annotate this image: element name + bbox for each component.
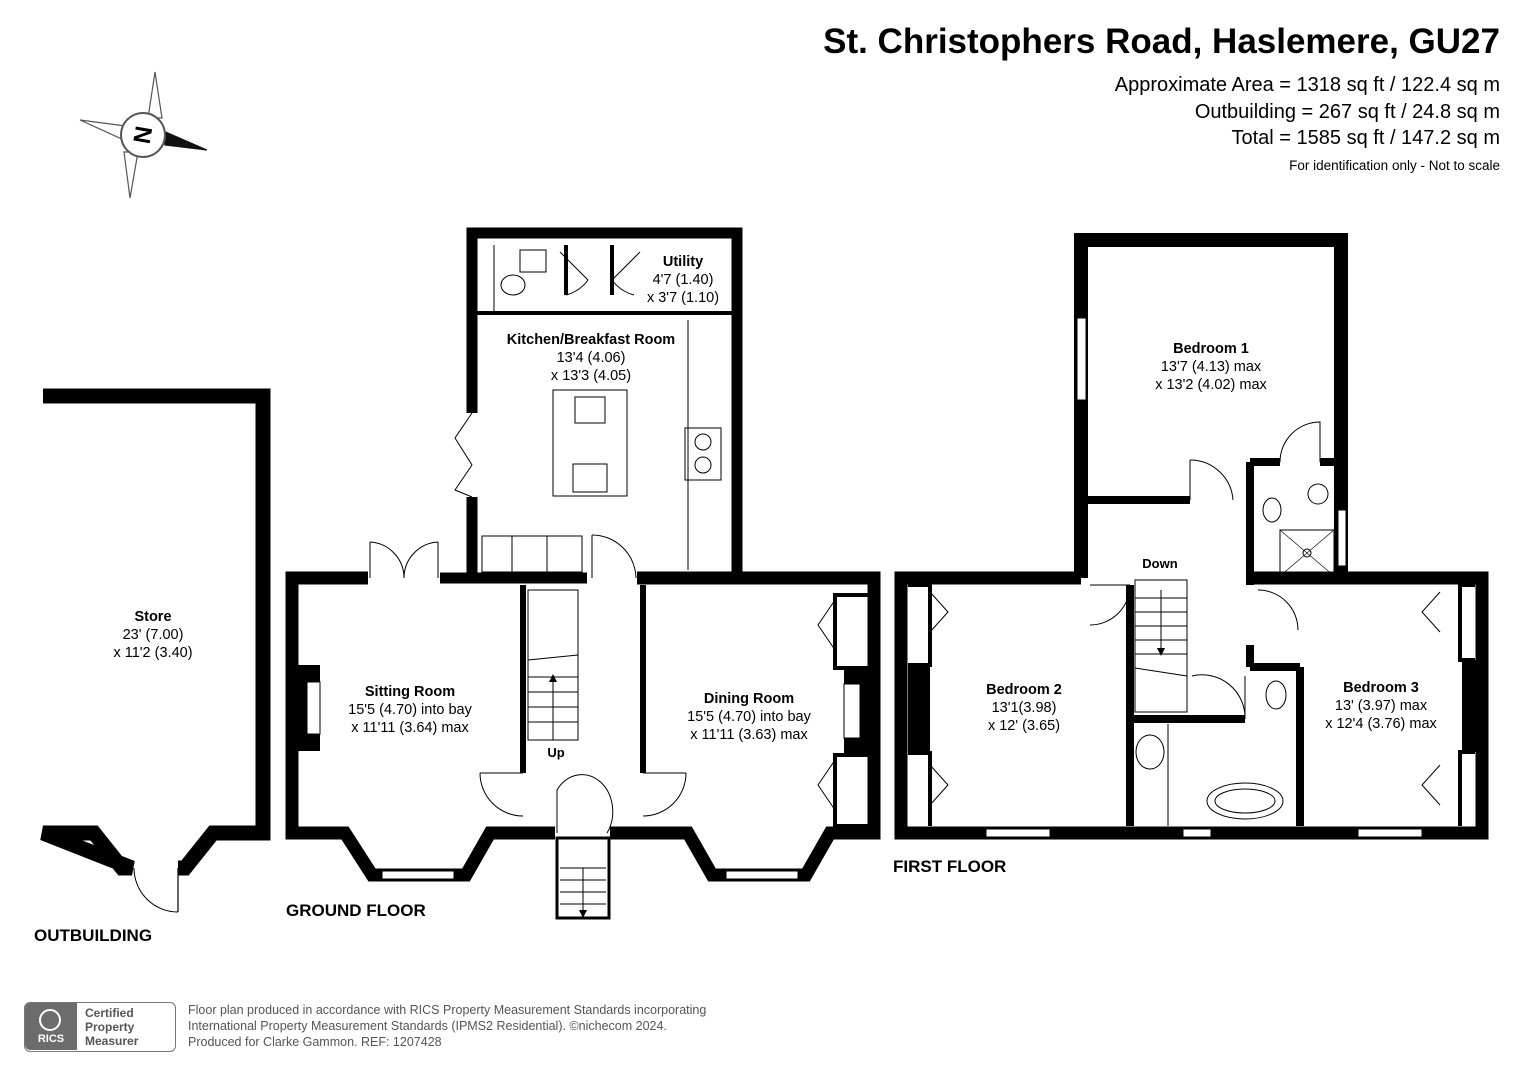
- room-dim: 13'1(3.98): [992, 700, 1057, 716]
- room-dim: x 12' (3.65): [988, 718, 1060, 734]
- badge-line: Property: [85, 1020, 135, 1034]
- floor-label-first: FIRST FLOOR: [893, 857, 1006, 876]
- floor-label-ground: GROUND FLOOR: [286, 901, 426, 920]
- room-name: Sitting Room: [365, 684, 455, 700]
- room-name: Bedroom 1: [1173, 341, 1249, 357]
- stairs-down-label: Down: [1142, 556, 1177, 571]
- footer-notes: Floor plan produced in accordance with R…: [188, 1002, 706, 1050]
- badge-line: Measurer: [85, 1034, 139, 1048]
- stairs-up-label: Up: [547, 745, 564, 760]
- room-label-bedroom2: Bedroom 2 13'1(3.98) x 12' (3.65): [986, 682, 1062, 734]
- room-dim: 15'5 (4.70) into bay: [687, 709, 811, 725]
- room-label-bedroom3: Bedroom 3 13' (3.97) max x 12'4 (3.76) m…: [1325, 680, 1437, 732]
- room-label-utility: Utility 4'7 (1.40) x 3'7 (1.10): [647, 254, 719, 306]
- room-name: Utility: [663, 254, 703, 270]
- room-dim: x 11'11 (3.64) max: [351, 720, 469, 736]
- room-dim: 13'4 (4.06): [557, 350, 626, 366]
- room-name: Kitchen/Breakfast Room: [507, 332, 675, 348]
- room-dim: x 11'11 (3.63) max: [690, 727, 808, 743]
- ground-floor-plan: [285, 227, 881, 920]
- room-dim: 13' (3.97) max: [1335, 698, 1428, 714]
- room-dim: x 12'4 (3.76) max: [1325, 716, 1437, 732]
- room-label-store: Store 23' (7.00) x 11'2 (3.40): [113, 609, 192, 661]
- total-area: Total = 1585 sq ft / 147.2 sq m: [1231, 127, 1501, 149]
- first-floor-plan: [894, 233, 1489, 840]
- compass-north-icon: N: [79, 71, 208, 199]
- room-name: Bedroom 2: [986, 682, 1062, 698]
- approximate-area: Approximate Area = 1318 sq ft / 122.4 sq…: [1114, 74, 1500, 96]
- room-dim: x 3'7 (1.10): [647, 290, 719, 306]
- room-label-dining: Dining Room 15'5 (4.70) into bay x 11'11…: [687, 691, 811, 743]
- disclaimer: For identification only - Not to scale: [1289, 158, 1500, 173]
- badge-line: Certified: [85, 1006, 134, 1020]
- outbuilding-area: Outbuilding = 267 sq ft / 24.8 sq m: [1194, 101, 1500, 123]
- room-dim: 4'7 (1.40): [653, 272, 714, 288]
- room-dim: 13'7 (4.13) max: [1161, 359, 1262, 375]
- badge-text: Certified Property Measurer: [85, 1006, 138, 1048]
- room-dim: 15'5 (4.70) into bay: [348, 702, 472, 718]
- room-label-kitchen: Kitchen/Breakfast Room 13'4 (4.06) x 13'…: [507, 332, 675, 384]
- room-label-sitting: Sitting Room 15'5 (4.70) into bay x 11'1…: [348, 684, 472, 736]
- room-dim: x 13'2 (4.02) max: [1155, 377, 1267, 393]
- footer-line: International Property Measurement Stand…: [188, 1019, 667, 1033]
- outbuilding-plan: [40, 388, 271, 913]
- rics-logo-label: RICS: [37, 1033, 65, 1045]
- room-label-bedroom1: Bedroom 1 13'7 (4.13) max x 13'2 (4.02) …: [1155, 341, 1267, 393]
- room-name: Dining Room: [704, 691, 794, 707]
- compass-label: N: [129, 124, 159, 146]
- footer-line: Produced for Clarke Gammon. REF: 1207428: [188, 1035, 442, 1049]
- room-name: Bedroom 3: [1343, 680, 1419, 696]
- rics-certified-badge: RICS Certified Property Measurer: [24, 1002, 176, 1052]
- room-dim: x 13'3 (4.05): [551, 368, 631, 384]
- room-dim: x 11'2 (3.40): [113, 645, 192, 661]
- room-name: Store: [134, 609, 171, 625]
- rics-logo-icon: RICS: [25, 1003, 77, 1050]
- footer-line: Floor plan produced in accordance with R…: [188, 1003, 707, 1017]
- room-dim: 23' (7.00): [123, 627, 184, 643]
- floor-label-outbuilding: OUTBUILDING: [34, 926, 152, 945]
- page-title: St. Christophers Road, Haslemere, GU27: [823, 22, 1500, 61]
